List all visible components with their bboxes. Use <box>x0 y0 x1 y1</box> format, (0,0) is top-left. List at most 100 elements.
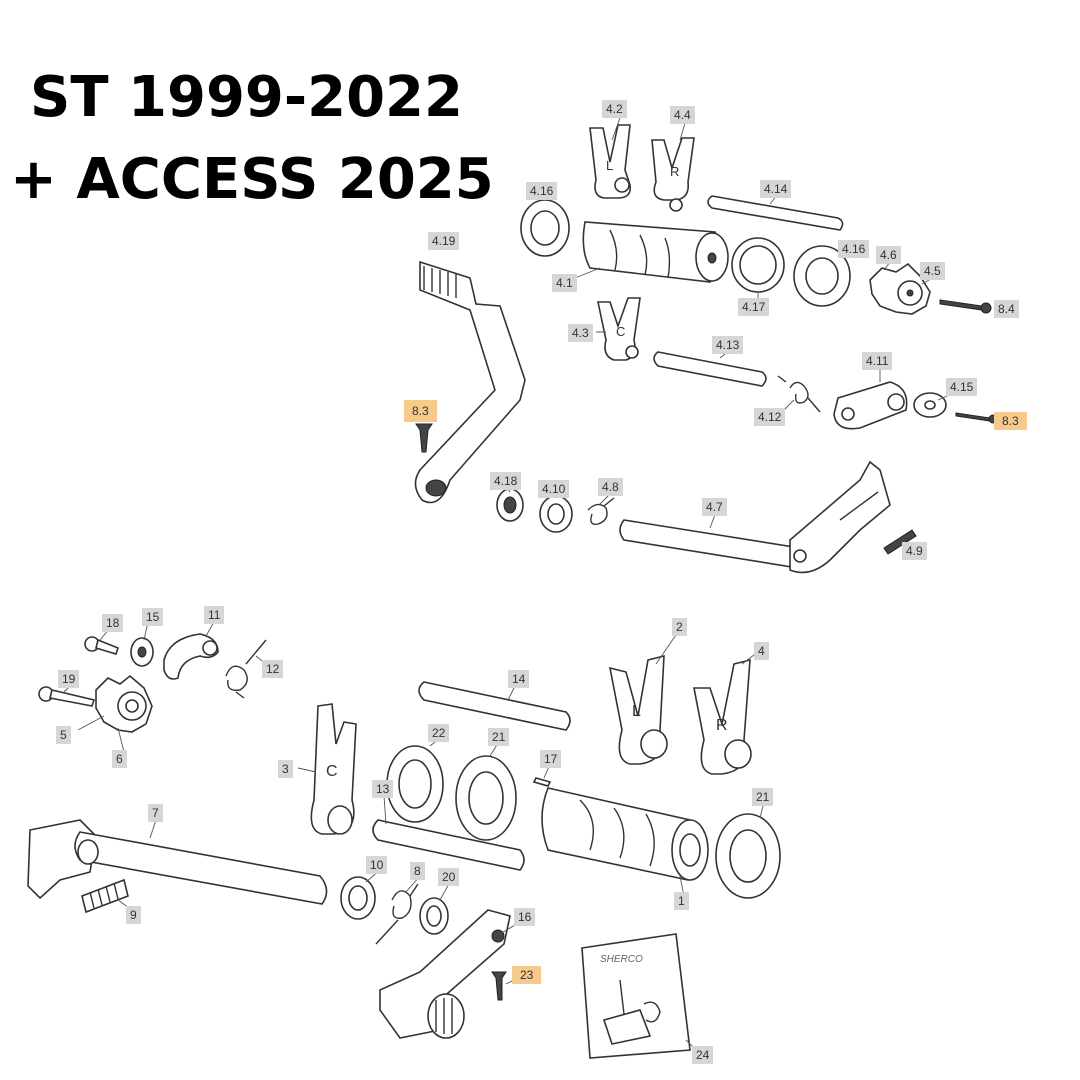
label-1: 1 <box>674 892 689 910</box>
rod-13 <box>372 819 525 871</box>
lever-11 <box>163 633 219 680</box>
washer-15 <box>130 637 154 667</box>
washer-4-15 <box>913 392 947 418</box>
spring-4-8 <box>587 497 615 525</box>
shift-fork-2: L <box>608 654 668 765</box>
label-4-17: 4.17 <box>738 298 770 316</box>
label-4-11: 4.11 <box>862 352 893 370</box>
label-4-14: 4.14 <box>760 180 792 198</box>
bushing-10 <box>340 876 376 920</box>
bolt-19 <box>38 686 96 707</box>
label-4-5: 4.5 <box>920 262 945 280</box>
bushing-4-10 <box>539 495 573 533</box>
label-23: 23 <box>512 966 542 984</box>
label-8: 8 <box>410 862 425 880</box>
seal-4-18 <box>496 488 524 522</box>
label-4-12: 4.12 <box>754 408 786 426</box>
spring-8 <box>375 883 419 945</box>
index-star-5 <box>95 674 153 733</box>
shift-drum-4-1 <box>582 221 729 283</box>
parts-kit-bag-24: SHERCO <box>581 933 691 1059</box>
index-star-4-6 <box>869 262 931 315</box>
label-4-4: 4.4 <box>670 106 695 124</box>
label-4: 4 <box>754 642 769 660</box>
title-line-2: + ACCESS 2025 <box>10 147 494 212</box>
shift-fork-4-2: L <box>589 124 632 199</box>
label-4-18: 4.18 <box>490 472 522 490</box>
shift-fork-4-3: C <box>597 297 641 361</box>
label-21-left: 21 <box>488 728 510 746</box>
shift-fork-4-4: R <box>651 137 695 212</box>
washer-20 <box>419 897 449 935</box>
bearing-4-16-right <box>793 245 851 307</box>
label-17: 17 <box>540 750 562 768</box>
spring-9 <box>81 878 129 914</box>
bearing-21-right <box>715 813 781 899</box>
fork-letter-top-r: R <box>670 164 679 179</box>
label-16: 16 <box>514 908 536 926</box>
seal-4-17 <box>731 237 785 293</box>
bolt-8-3-right <box>955 412 998 424</box>
label-4-8: 4.8 <box>598 478 623 496</box>
fork-letter-top-c: C <box>616 324 625 339</box>
bearing-21-left <box>455 755 517 841</box>
fork-letter-bot-r: R <box>716 717 728 734</box>
label-8-4: 8.4 <box>994 300 1019 318</box>
spring-12 <box>225 639 267 699</box>
shift-fork-3: C <box>310 703 357 835</box>
bearing-4-16-left <box>520 199 570 257</box>
rod-4-13 <box>653 351 767 387</box>
selector-lever-4-11 <box>833 381 908 430</box>
spring-4-12 <box>777 375 821 413</box>
fork-letter-bot-c: C <box>326 763 338 780</box>
label-18: 18 <box>102 614 124 632</box>
label-13: 13 <box>372 780 394 798</box>
label-4-3: 4.3 <box>568 324 593 342</box>
label-12: 12 <box>262 660 284 678</box>
shift-shaft-7 <box>27 819 328 905</box>
bolt-18 <box>84 636 119 655</box>
label-2: 2 <box>672 618 687 636</box>
label-4-2: 4.2 <box>602 100 627 118</box>
bolt-8-4 <box>939 299 992 314</box>
label-4-13: 4.13 <box>712 336 744 354</box>
label-10: 10 <box>366 856 388 874</box>
gear-pedal-16 <box>379 909 511 1039</box>
label-11: 11 <box>204 606 225 624</box>
label-4-1: 4.1 <box>552 274 577 292</box>
pin-17 <box>532 777 552 787</box>
fork-letter-bot-l: L <box>632 703 641 720</box>
label-9: 9 <box>126 906 141 924</box>
label-4-19: 4.19 <box>428 232 460 250</box>
label-4-6: 4.6 <box>876 246 901 264</box>
label-4-16-left: 4.16 <box>526 182 558 200</box>
shift-fork-4: R <box>693 658 752 775</box>
seal-22 <box>386 745 444 823</box>
label-6: 6 <box>112 750 127 768</box>
label-5: 5 <box>56 726 71 744</box>
label-19: 19 <box>58 670 80 688</box>
fork-letter-top-l: L <box>606 158 613 173</box>
bolt-23 <box>491 971 507 1001</box>
label-3: 3 <box>278 760 293 778</box>
label-4-16-right: 4.16 <box>838 240 870 258</box>
gear-pedal-4-19 <box>414 260 526 504</box>
rod-4-14 <box>707 195 844 231</box>
label-22: 22 <box>428 724 450 742</box>
label-4-9: 4.9 <box>902 542 927 560</box>
label-4-15: 4.15 <box>946 378 978 396</box>
shift-shaft-4-7 <box>619 460 891 574</box>
label-8-3-left: 8.3 <box>404 400 437 422</box>
label-4-7: 4.7 <box>702 498 727 516</box>
label-20: 20 <box>438 868 460 886</box>
label-7: 7 <box>148 804 163 822</box>
brand-logo: SHERCO <box>600 954 643 965</box>
label-8-3-right: 8.3 <box>994 412 1027 430</box>
spring-4-9 <box>883 529 917 555</box>
shift-drum-1 <box>541 787 709 881</box>
label-21-right: 21 <box>752 788 774 806</box>
label-14: 14 <box>508 670 530 688</box>
rod-14 <box>418 681 571 731</box>
label-4-10: 4.10 <box>538 480 570 498</box>
